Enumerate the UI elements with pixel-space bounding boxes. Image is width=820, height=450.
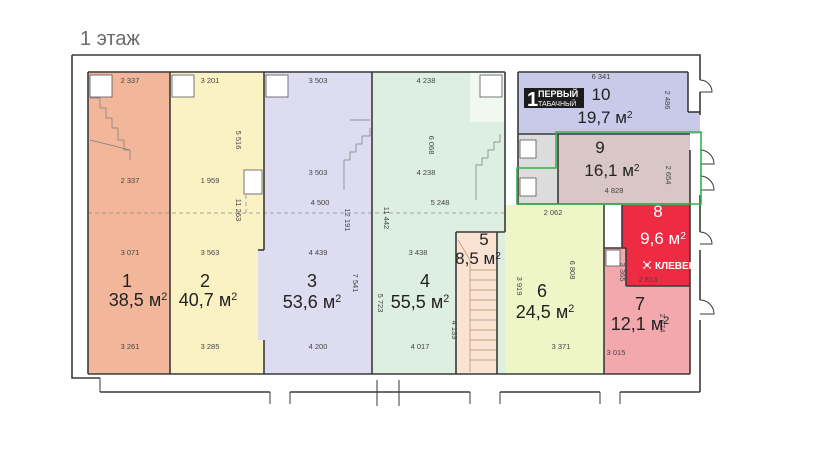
dimension-room-4: 5 723 xyxy=(376,294,385,313)
dimension-room-2: 3 201 xyxy=(201,76,220,85)
room-1-area: 38,5 м2 xyxy=(109,290,167,310)
tobacco-logo: 1 ПЕРВЫЙ ТАБАЧНЫЙ xyxy=(524,88,584,111)
walls xyxy=(71,54,701,393)
room-10-fill[interactable] xyxy=(518,72,700,134)
toilet-fixtures xyxy=(89,74,621,267)
dimension-room-4: 4 238 xyxy=(417,168,436,177)
dimension-room-2: 11 263 xyxy=(234,199,243,221)
room-2-fill[interactable] xyxy=(170,72,264,374)
dimension-room-1: 3 071 xyxy=(121,248,140,257)
dimension-room-2: 3 285 xyxy=(201,342,220,351)
tobacco-logo-line2: ТАБАЧНЫЙ xyxy=(538,99,576,108)
dimension-room-4: 4 133 xyxy=(450,321,459,340)
room-6-fill[interactable] xyxy=(505,205,604,374)
room-3-fill[interactable] xyxy=(258,72,372,374)
dimension-room-1: 2 337 xyxy=(121,76,140,85)
entrance-doors xyxy=(99,79,715,406)
dimension-room-3: 12 191 xyxy=(343,209,352,232)
dimension-room-4: 11 442 xyxy=(382,207,391,229)
dimension-room-1: 2 337 xyxy=(121,176,140,185)
room-9-area: 16,1 м2 xyxy=(584,161,640,180)
dimension-room-3: 3 503 xyxy=(309,76,328,85)
svg-text:1: 1 xyxy=(527,89,538,111)
klever-logo: КЛЕВЕР xyxy=(640,258,696,272)
room-6-number: 6 xyxy=(537,281,547,301)
dimension-room-4: 6 068 xyxy=(427,136,436,155)
dimension-room-6: 3 371 xyxy=(552,342,571,351)
room-3-area: 53,6 м2 xyxy=(283,292,341,312)
room-10-number: 10 xyxy=(592,85,611,104)
dimension-room-3: 4 200 xyxy=(309,342,328,351)
room-9-number: 9 xyxy=(595,138,604,157)
stairs-4 xyxy=(475,134,501,200)
dimension-room-10: 2 486 xyxy=(663,91,672,110)
room-7-area: 12,1 м2 xyxy=(611,314,669,334)
stairs-3 xyxy=(343,119,371,190)
dimension-room-7: 2 674 xyxy=(658,314,667,333)
dimension-room-4: 3 438 xyxy=(409,248,428,257)
dimension-room-9: 2 654 xyxy=(664,166,673,185)
dimension-room-4: 4 238 xyxy=(417,76,436,85)
room-5-area: 8,5 м2 xyxy=(455,249,501,268)
floor-title: 1 этаж xyxy=(80,28,140,50)
room-9-highlight xyxy=(516,131,702,205)
dimension-room-3: 4 500 xyxy=(311,198,330,207)
dashed-lines xyxy=(88,195,505,214)
dimension-room-4: 4 017 xyxy=(411,342,430,351)
dimension-room-3: 3 503 xyxy=(309,168,328,177)
dimension-room-10: 6 341 xyxy=(592,72,611,81)
dimension-room-6: 3 919 xyxy=(515,277,524,296)
room-1-number: 1 xyxy=(122,271,132,291)
klever-logo-text: КЛЕВЕР xyxy=(655,261,696,272)
room-7-number: 7 xyxy=(635,294,645,314)
stairs-5 xyxy=(457,239,496,372)
dimension-room-2: 3 563 xyxy=(201,248,220,257)
dimension-room-4: 5 248 xyxy=(431,198,450,207)
room-4-area: 55,5 м2 xyxy=(391,292,449,312)
dimension-room-7: 3 365 xyxy=(618,263,627,282)
dimension-room-2: 5 516 xyxy=(234,131,243,150)
dimension-room-3: 7 541 xyxy=(351,274,360,293)
dimension-room-6: 6 808 xyxy=(568,261,577,280)
dimension-room-7: 2 813 xyxy=(639,275,658,284)
dimension-room-2: 1 959 xyxy=(201,176,220,185)
room-10-area: 19,7 м2 xyxy=(577,108,633,127)
room-9-fill[interactable] xyxy=(558,134,690,204)
room-8-fill[interactable] xyxy=(622,205,690,286)
room-4-number: 4 xyxy=(420,271,430,291)
room-6-area: 24,5 м2 xyxy=(516,302,574,322)
room-5-number: 5 xyxy=(479,230,488,249)
room-8-area: 9,6 м2 xyxy=(640,229,686,248)
tobacco-logo-line1: ПЕРВЫЙ xyxy=(538,88,578,99)
room-2-area: 40,7 м2 xyxy=(179,290,237,310)
dimension-room-7: 3 015 xyxy=(607,348,626,357)
dimension-room-9: 4 828 xyxy=(605,186,624,195)
dimension-room-6: 2 062 xyxy=(544,208,563,217)
dimension-room-3: 4 439 xyxy=(309,248,328,257)
dimension-room-1: 3 261 xyxy=(121,342,140,351)
stairs-1 xyxy=(89,97,131,160)
room-2-number: 2 xyxy=(200,271,210,291)
room-8-number: 8 xyxy=(653,202,662,221)
room-1-fill[interactable] xyxy=(88,72,170,374)
room-3-number: 3 xyxy=(307,271,317,291)
